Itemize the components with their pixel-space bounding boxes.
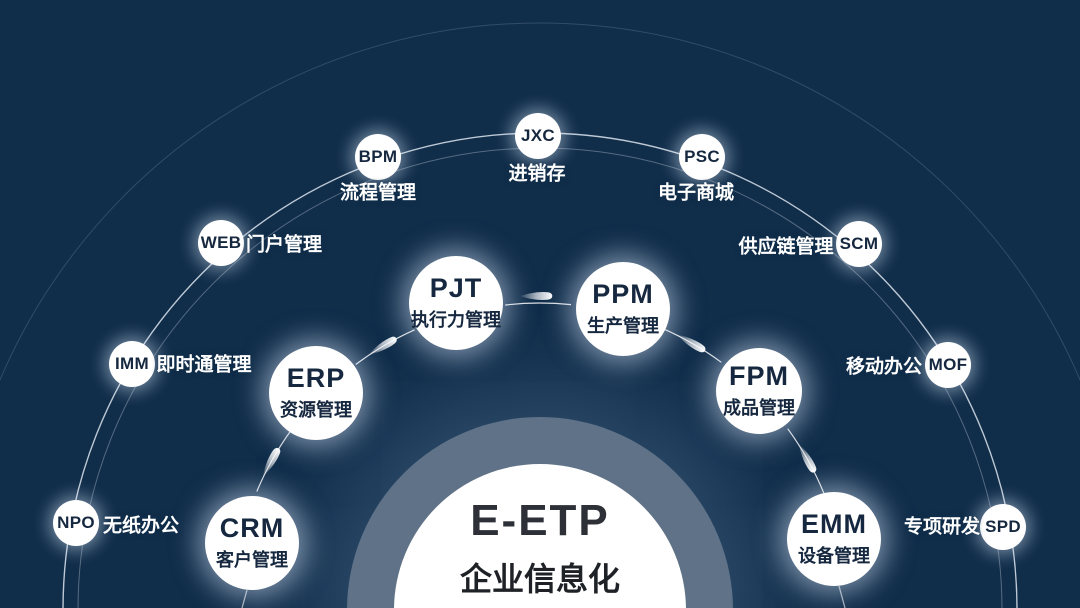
- center-subtitle: 企业信息化: [459, 561, 620, 597]
- outer-node-label-mof: 移动办公: [845, 356, 923, 378]
- comet-drop: [368, 336, 397, 355]
- connector-tail-emm: [838, 585, 846, 608]
- module-label: 成品管理: [723, 397, 795, 418]
- outer-node-imm: IMM: [109, 341, 155, 387]
- outer-node-label-psc: 电子商城: [657, 182, 735, 204]
- module-node-erp: ERP 资源管理: [269, 346, 363, 440]
- outer-node-bpm: BPM: [355, 134, 401, 180]
- connector-tail-crm: [241, 589, 248, 608]
- module-label: 资源管理: [280, 399, 352, 420]
- comet-drop: [677, 334, 706, 353]
- outer-node-web: WEB: [198, 220, 244, 266]
- module-code: CRM: [219, 512, 285, 543]
- module-node-crm: CRM 客户管理: [205, 496, 299, 590]
- comet-drop: [798, 444, 817, 473]
- outer-node-jxc: JXC: [515, 113, 561, 159]
- outer-node-label-bpm: 流程管理: [339, 182, 417, 204]
- module-label: 生产管理: [587, 315, 659, 336]
- outer-node-mof: MOF: [925, 342, 971, 388]
- module-code: PPM: [592, 278, 654, 309]
- module-label: 设备管理: [798, 545, 870, 566]
- comet-drop: [262, 447, 281, 477]
- outer-node-label-npo: 无纸办公: [102, 515, 180, 537]
- outer-node-npo: NPO: [53, 500, 99, 546]
- connector-pjt-ppm: [505, 302, 572, 306]
- outer-node-spd: SPD: [980, 504, 1026, 550]
- outer-node-label-jxc: 进销存: [508, 163, 566, 185]
- module-node-emm: EMM 设备管理: [787, 492, 881, 586]
- module-code: EMM: [801, 508, 867, 539]
- module-node-pjt: PJT 执行力管理: [409, 256, 503, 350]
- module-node-fpm: FPM 成品管理: [716, 348, 802, 434]
- module-node-ppm: PPM 生产管理: [576, 262, 670, 356]
- module-code: FPM: [729, 360, 789, 391]
- module-label: 执行力管理: [411, 309, 501, 330]
- outer-node-label-web: 门户管理: [245, 234, 323, 256]
- module-code: ERP: [286, 362, 346, 393]
- outer-node-scm: SCM: [836, 221, 882, 267]
- outer-node-psc: PSC: [679, 134, 725, 180]
- outer-node-label-scm: 供应链管理: [738, 236, 834, 258]
- module-label: 客户管理: [216, 549, 288, 570]
- orbit-ring-outer-faint: [0, 22, 1080, 382]
- outer-node-label-imm: 即时通管理: [156, 354, 252, 376]
- comet-drop: [520, 291, 553, 300]
- module-code: PJT: [429, 272, 483, 303]
- center-title: E-ETP: [470, 496, 610, 545]
- outer-node-label-spd: 专项研发: [903, 516, 981, 538]
